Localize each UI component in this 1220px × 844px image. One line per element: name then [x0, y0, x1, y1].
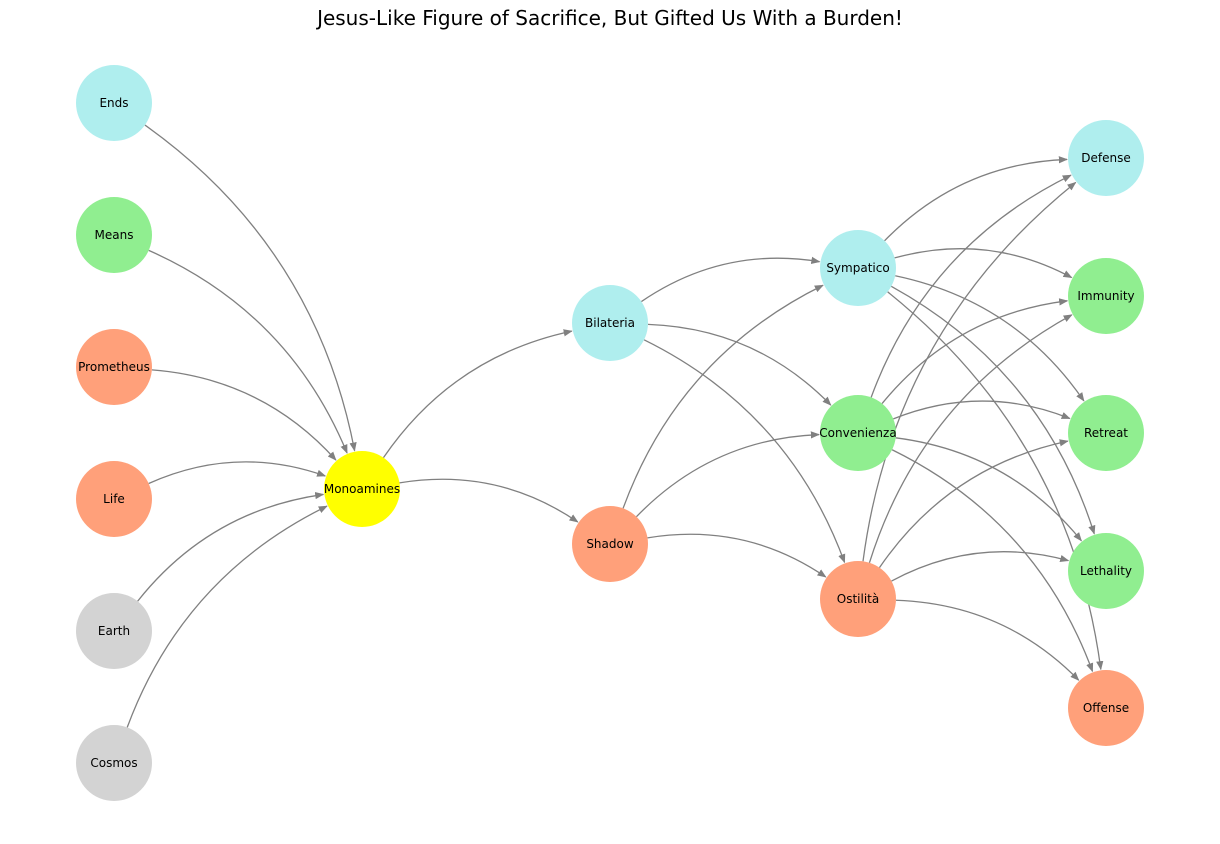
edge-earth-to-monoamines [137, 491, 325, 602]
node-retreat-label: Retreat [1084, 426, 1128, 440]
node-means: Means [76, 197, 152, 273]
node-ostilita-label: Ostilità [837, 592, 879, 606]
edge-monoamines-to-bilateria [382, 329, 573, 459]
node-immunity-circle [1068, 258, 1144, 334]
node-convenienza-circle [820, 395, 896, 471]
edge-monoamines-to-shadow [399, 478, 579, 523]
node-prometheus: Prometheus [76, 329, 152, 405]
node-retreat-circle [1068, 395, 1144, 471]
node-convenienza-label: Convenienza [819, 426, 896, 440]
node-bilateria-label: Bilateria [585, 316, 635, 330]
edge-convenienza-to-retreat [893, 400, 1071, 420]
node-convenienza: Convenienza [819, 395, 897, 471]
node-offense: Offense [1068, 670, 1144, 746]
edge-means-to-monoamines [148, 249, 348, 454]
edge-cosmos-to-monoamines [126, 505, 328, 728]
edge-ostilita-to-lethality [891, 551, 1070, 582]
edge-convenienza-to-immunity [881, 298, 1069, 404]
node-bilateria: Bilateria [572, 285, 648, 361]
node-earth-label: Earth [98, 624, 130, 638]
edges-layer [126, 124, 1104, 728]
edge-convenienza-to-defense [870, 174, 1072, 398]
edge-life-to-monoamines [148, 461, 327, 485]
node-monoamines: Monoamines [324, 451, 400, 527]
edge-sympatico-to-lethality [890, 285, 1096, 535]
node-cosmos-circle [76, 725, 152, 801]
node-prometheus-circle [76, 329, 152, 405]
node-lethality-label: Lethality [1080, 564, 1132, 578]
node-ostilita-circle [820, 561, 896, 637]
edge-shadow-to-ostilita [647, 533, 827, 578]
node-life-label: Life [103, 492, 125, 506]
node-monoamines-label: Monoamines [324, 482, 400, 496]
node-sympatico-circle [820, 230, 896, 306]
node-prometheus-label: Prometheus [78, 360, 150, 374]
node-immunity: Immunity [1068, 258, 1144, 334]
node-retreat: Retreat [1068, 395, 1144, 471]
edge-shadow-to-sympatico [622, 284, 824, 509]
edge-convenienza-to-lethality [895, 437, 1082, 542]
node-shadow-circle [572, 506, 648, 582]
edge-convenienza-to-offense [891, 449, 1094, 673]
node-shadow-label: Shadow [586, 537, 634, 551]
edge-bilateria-to-convenienza [647, 323, 832, 406]
node-shadow: Shadow [572, 506, 648, 582]
edge-sympatico-to-retreat [895, 275, 1085, 402]
edge-sympatico-to-immunity [894, 248, 1073, 279]
node-bilateria-circle [572, 285, 648, 361]
edge-shadow-to-convenienza [635, 431, 820, 518]
edge-ostilita-to-retreat [878, 439, 1069, 569]
edge-bilateria-to-ostilita [643, 339, 846, 564]
node-life: Life [76, 461, 152, 537]
edge-ostilita-to-immunity [868, 314, 1073, 563]
node-ostilita: Ostilità [820, 561, 896, 637]
node-ends: Ends [76, 65, 152, 141]
node-means-label: Means [95, 228, 134, 242]
edge-ostilita-to-defense [862, 181, 1077, 562]
node-offense-label: Offense [1083, 701, 1129, 715]
node-ends-circle [76, 65, 152, 141]
node-earth: Earth [76, 593, 152, 669]
node-ends-label: Ends [99, 96, 128, 110]
node-earth-circle [76, 593, 152, 669]
edge-ostilita-to-offense [895, 599, 1080, 681]
node-lethality-circle [1068, 533, 1144, 609]
node-sympatico-label: Sympatico [826, 261, 889, 275]
node-sympatico: Sympatico [820, 230, 896, 306]
node-cosmos: Cosmos [76, 725, 152, 801]
node-monoamines-circle [324, 451, 400, 527]
edge-sympatico-to-offense [887, 291, 1104, 671]
node-defense: Defense [1068, 120, 1144, 196]
edge-sympatico-to-defense [884, 156, 1068, 242]
edge-prometheus-to-monoamines [151, 369, 337, 461]
node-defense-circle [1068, 120, 1144, 196]
node-defense-label: Defense [1081, 151, 1130, 165]
node-cosmos-label: Cosmos [90, 756, 137, 770]
node-lethality: Lethality [1068, 533, 1144, 609]
node-means-circle [76, 197, 152, 273]
edge-ends-to-monoamines [144, 124, 357, 452]
node-immunity-label: Immunity [1077, 289, 1134, 303]
node-offense-circle [1068, 670, 1144, 746]
edge-bilateria-to-sympatico [641, 256, 821, 303]
diagram-title: Jesus-Like Figure of Sacrifice, But Gift… [317, 6, 903, 30]
node-life-circle [76, 461, 152, 537]
